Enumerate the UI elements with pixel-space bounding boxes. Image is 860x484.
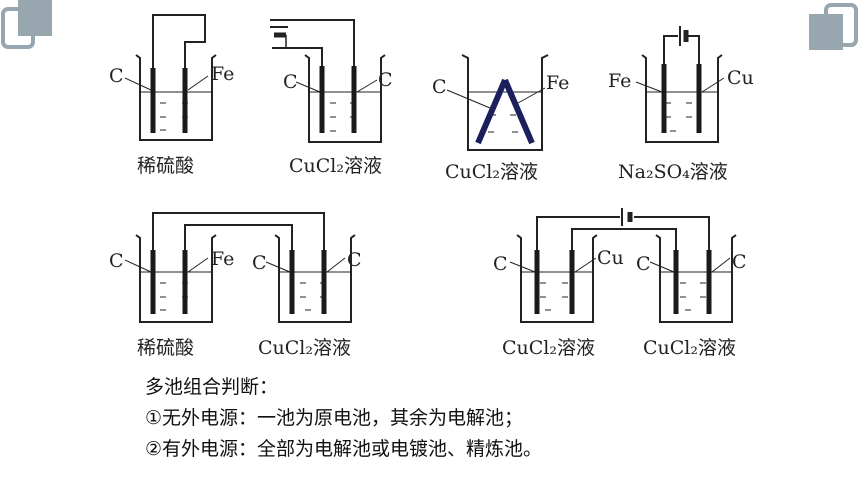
beaker — [304, 54, 386, 143]
cell-8-right-label: C — [732, 251, 747, 273]
cell-6 — [265, 234, 356, 323]
cell-1-right-label: Fe — [211, 63, 234, 85]
notes-title: 多池组合判断： — [145, 376, 279, 398]
cell-7-left-label: C — [493, 253, 508, 275]
wire — [270, 19, 355, 66]
liquid-dashes — [665, 102, 692, 132]
leader-left — [265, 261, 291, 273]
corner-decoration-left — [1, 0, 52, 49]
electrode-left — [475, 78, 508, 145]
leader-left — [124, 259, 152, 273]
cell-2-left-label: C — [283, 71, 298, 93]
notes-line-2: ②有外电源：全部为电解池或电镀池、精炼池。 — [145, 438, 543, 460]
cell-1-solution-label: 稀硫酸 — [137, 155, 194, 177]
cell-3 — [446, 54, 549, 151]
beaker — [641, 54, 723, 143]
leader-right — [187, 75, 209, 91]
cell-6-left-label: C — [252, 252, 267, 274]
beaker — [516, 234, 598, 323]
cell-4 — [635, 26, 725, 143]
cell-5-left-label: C — [109, 250, 124, 272]
electrochemistry-diagram: C Fe 稀硫酸 C C CuCl₂溶液 C Fe CuCl₂溶液 Fe Cu … — [109, 14, 754, 359]
liquid-dashes — [540, 282, 568, 311]
cell-2 — [270, 19, 386, 143]
cell-3-left-label: C — [432, 76, 447, 98]
leader-left — [124, 77, 152, 91]
cell-4-left-label: Fe — [608, 70, 631, 92]
leader-right — [711, 257, 731, 273]
liquid-dashes — [330, 102, 356, 132]
cell-8-solution-label: CuCl₂溶液 — [643, 337, 736, 359]
notes-line-1: ①无外电源：一池为原电池，其余为电解池； — [145, 407, 524, 429]
beaker — [135, 234, 217, 323]
cell-5 — [124, 234, 217, 323]
leader-right — [701, 77, 725, 93]
wire — [152, 14, 206, 68]
cell-5-solution-label: 稀硫酸 — [137, 337, 194, 359]
leader-right — [517, 87, 546, 104]
connecting-wire-middle — [571, 228, 677, 250]
cell-1 — [124, 14, 217, 141]
connecting-wire-inner — [184, 224, 293, 250]
wire-2 — [688, 35, 700, 64]
cell-4-right-label: Cu — [727, 67, 754, 89]
liquid-dashes — [680, 282, 706, 311]
cell-6-right-label: C — [347, 249, 362, 271]
corner-decoration-right — [809, 3, 858, 50]
cell-7-solution-label: CuCl₂溶液 — [502, 337, 595, 359]
leader-left — [649, 261, 675, 273]
cell-7 — [509, 234, 598, 323]
leader-left — [295, 81, 321, 93]
wire-to-battery-right — [634, 216, 710, 250]
cell-8 — [649, 234, 737, 323]
leader-right — [187, 257, 209, 273]
wire-to-battery-left — [536, 216, 620, 250]
leader-right — [574, 257, 597, 273]
wire-2 — [272, 47, 323, 66]
liquid-dashes — [488, 114, 518, 133]
beaker — [135, 54, 217, 141]
cell-3-right-label: Fe — [546, 72, 569, 94]
connecting-wire-outer — [152, 212, 325, 250]
leader-left — [635, 81, 663, 93]
beaker — [274, 234, 356, 323]
leader-left — [446, 89, 491, 109]
leader-left — [509, 261, 536, 273]
cell-2-solution-label: CuCl₂溶液 — [289, 155, 382, 177]
cell-4-solution-label: Na₂SO₄溶液 — [618, 161, 728, 183]
notes-block: 多池组合判断： ①无外电源：一池为原电池，其余为电解池； ②有外电源：全部为电解… — [145, 372, 542, 465]
cell-5-right-label: Fe — [211, 248, 234, 270]
cell-7-right-label: Cu — [597, 247, 624, 269]
cell-1-left-label: C — [109, 65, 124, 87]
electrode-right — [502, 78, 535, 145]
beaker — [461, 54, 549, 151]
cell-3-solution-label: CuCl₂溶液 — [445, 161, 538, 183]
leader-right — [326, 257, 346, 273]
cell-2-right-label: C — [378, 69, 393, 91]
wire — [663, 35, 678, 64]
cell-6-solution-label: CuCl₂溶液 — [258, 337, 351, 359]
leader-right — [356, 79, 378, 93]
beaker — [655, 234, 737, 323]
cell-8-left-label: C — [636, 253, 651, 275]
